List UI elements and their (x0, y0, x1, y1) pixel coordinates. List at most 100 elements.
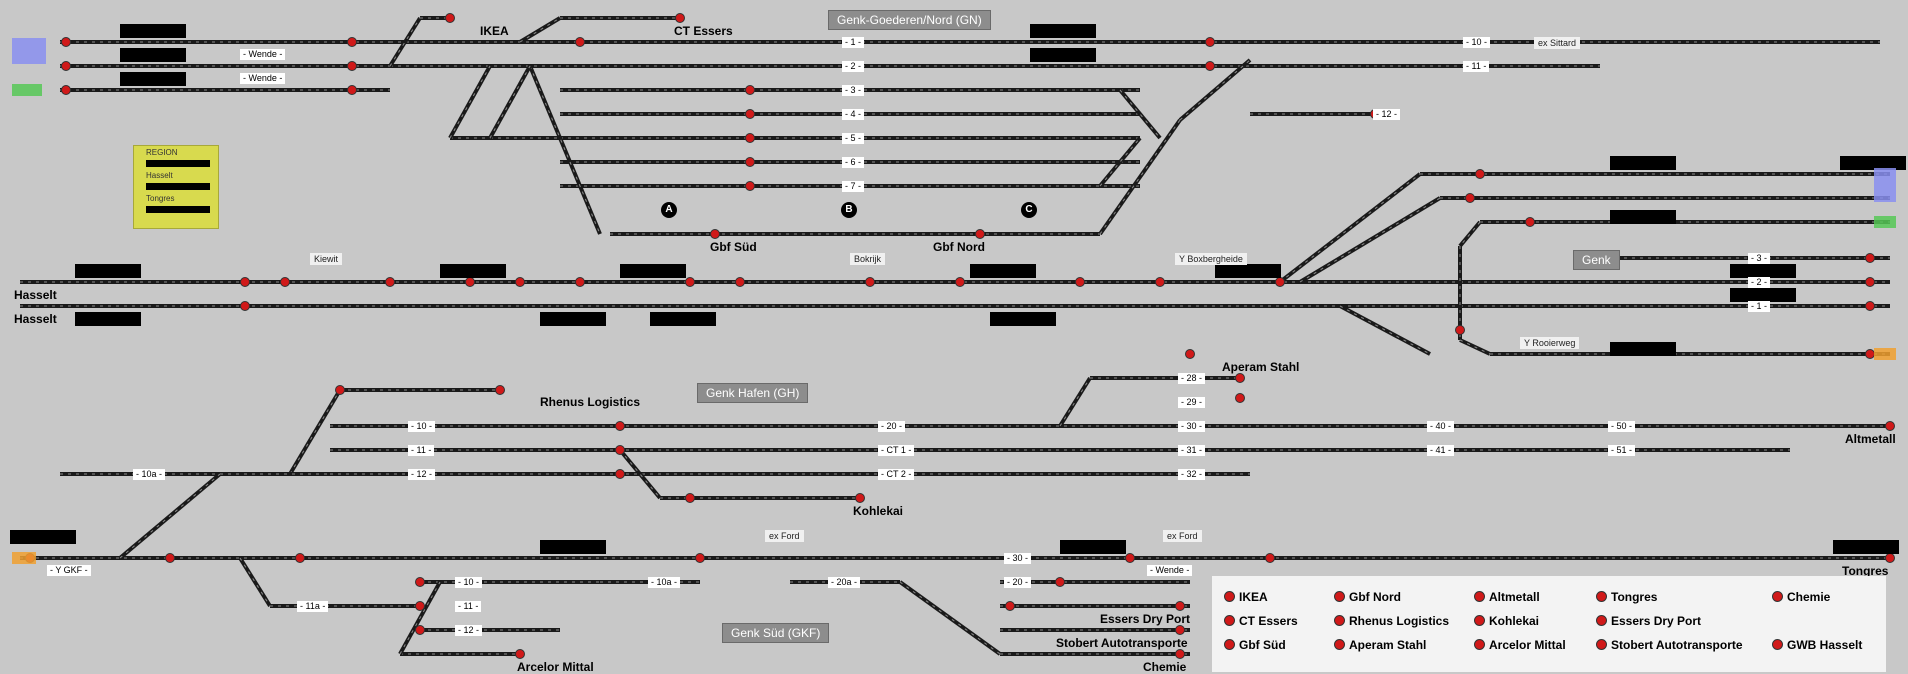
signal-icon (515, 649, 525, 659)
station-stobert[interactable]: Stobert Autotransporte (1056, 636, 1188, 650)
signal-icon (955, 277, 965, 287)
track-centerline (1459, 221, 1481, 247)
legend-item[interactable]: Gbf Süd (1224, 638, 1286, 652)
signal-icon (61, 61, 71, 71)
train-block (120, 72, 186, 86)
legend-item[interactable]: Chemie (1772, 590, 1830, 604)
train-block (440, 264, 506, 278)
exit-orange-right[interactable] (1874, 348, 1896, 360)
track-label-10: - 10 - (1463, 37, 1491, 48)
signal-icon (1334, 615, 1345, 626)
signal-icon (675, 13, 685, 23)
train-block (620, 264, 686, 278)
signal-icon (1235, 393, 1245, 403)
track-label-11: - 11 - (1463, 61, 1490, 72)
track-segment (898, 580, 1002, 656)
station-hasselt-2[interactable]: Hasselt (14, 312, 57, 326)
track-centerline (1339, 305, 1431, 355)
station-gbf-nord[interactable]: Gbf Nord (933, 240, 985, 254)
legend-item[interactable]: IKEA (1224, 590, 1268, 604)
location-bokrijk: Bokrijk (850, 253, 886, 265)
train-block (540, 540, 606, 554)
signal-icon (1205, 61, 1215, 71)
section-title-gn: Genk-Goederen/Nord (GN) (828, 10, 991, 30)
region-box: REGION Hasselt Tongres (133, 145, 219, 229)
signal-icon (745, 85, 755, 95)
track-label-4: - 4 - (842, 109, 865, 120)
signal-icon (1185, 349, 1195, 359)
legend-item[interactable]: Essers Dry Port (1596, 614, 1701, 628)
signal-icon (1235, 373, 1245, 383)
legend-label: Essers Dry Port (1611, 614, 1702, 628)
track-centerline (619, 449, 661, 499)
signal-icon (1055, 577, 1065, 587)
signal-icon (1525, 217, 1535, 227)
legend-item[interactable]: CT Essers (1224, 614, 1298, 628)
legend-item[interactable]: Altmetall (1474, 590, 1540, 604)
exit-hasselt-blue[interactable] (12, 38, 46, 64)
signal-icon (1334, 639, 1345, 650)
signal-icon (415, 601, 425, 611)
legend-item[interactable]: GWB Hasselt (1772, 638, 1862, 652)
legend-label: Arcelor Mittal (1489, 638, 1566, 652)
train-block (75, 312, 141, 326)
legend-item[interactable]: Stobert Autotransporte (1596, 638, 1743, 652)
station-essers-dry-port[interactable]: Essers Dry Port (1100, 612, 1191, 626)
legend-item[interactable]: Arcelor Mittal (1474, 638, 1566, 652)
sud-track-30: - 30 - (1004, 553, 1032, 564)
station-ikea[interactable]: IKEA (480, 24, 509, 38)
signal-icon (1125, 553, 1135, 563)
station-hasselt-1[interactable]: Hasselt (14, 288, 57, 302)
signal-icon (465, 277, 475, 287)
track-label-y-gkf: - Y GKF - (47, 565, 91, 576)
legend-label: CT Essers (1239, 614, 1298, 628)
location-boxbergheide: Y Boxbergheide (1175, 253, 1247, 265)
station-arcelor[interactable]: Arcelor Mittal (517, 660, 594, 674)
train-block (1610, 156, 1676, 170)
region-hasselt: Hasselt (146, 171, 173, 180)
track-centerline (1299, 197, 1441, 283)
signal-icon (1265, 553, 1275, 563)
exit-orange-left[interactable] (12, 552, 36, 564)
signal-icon (685, 277, 695, 287)
train-block (75, 264, 141, 278)
signal-icon (1175, 625, 1185, 635)
station-rhenus[interactable]: Rhenus Logistics (540, 395, 641, 409)
station-tongres[interactable]: Tongres (1842, 564, 1889, 578)
signal-icon (615, 445, 625, 455)
legend-item[interactable]: Kohlekai (1474, 614, 1539, 628)
hafen-track-28: - 28 - (1178, 373, 1206, 384)
signal-icon (1075, 277, 1085, 287)
signal-icon (1175, 649, 1185, 659)
exit-green-left[interactable] (12, 84, 42, 96)
marker-a: A (661, 202, 677, 218)
station-aperam[interactable]: Aperam Stahl (1222, 360, 1300, 374)
track-centerline (239, 557, 271, 607)
station-chemie[interactable]: Chemie (1143, 660, 1187, 674)
exit-tongres-blue[interactable] (1874, 168, 1896, 202)
legend-label: Chemie (1787, 590, 1831, 604)
legend-item[interactable]: Rhenus Logistics (1334, 614, 1449, 628)
exit-green-right[interactable] (1874, 216, 1896, 228)
track-label-1: - 1 - (842, 37, 865, 48)
hafen-track-41: - 41 - (1427, 445, 1455, 456)
track-label-wende-1: - Wende - (240, 49, 286, 60)
legend-item[interactable]: Gbf Nord (1334, 590, 1401, 604)
legend-item[interactable]: Aperam Stahl (1334, 638, 1426, 652)
track-label-wende-2: - Wende - (240, 73, 286, 84)
signal-icon (865, 277, 875, 287)
sud-track-20: - 20 - (1004, 577, 1032, 588)
location-ex-sittard: ex Sittard (1534, 37, 1581, 49)
station-gbf-sud[interactable]: Gbf Süd (710, 240, 757, 254)
sud-track-20a: - 20a - (828, 577, 861, 588)
station-ct-essers[interactable]: CT Essers (674, 24, 733, 38)
signal-icon (1224, 615, 1235, 626)
station-kohlekai[interactable]: Kohlekai (853, 504, 904, 518)
legend-item[interactable]: Tongres (1596, 590, 1657, 604)
track-label-2: - 2 - (842, 61, 865, 72)
signal-icon (615, 469, 625, 479)
signal-icon (1275, 277, 1285, 287)
station-altmetall[interactable]: Altmetall (1845, 432, 1896, 446)
